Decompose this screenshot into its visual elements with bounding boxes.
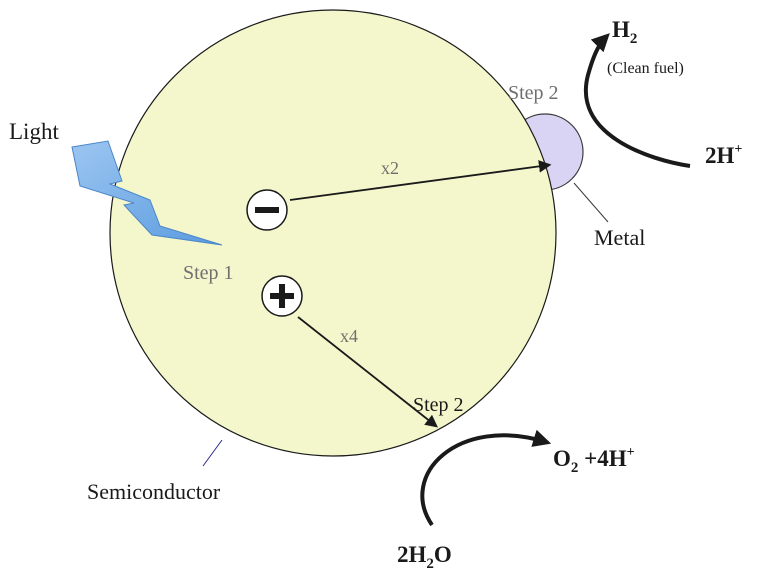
- semiconductor-label: Semiconductor: [87, 479, 221, 504]
- hydrogen-evolution-arrow: [583, 33, 691, 168]
- metal-label: Metal: [594, 225, 645, 250]
- hole-multiplier-label: x4: [340, 326, 358, 346]
- oxygen-product-label: O2 +4H+: [553, 445, 635, 476]
- step2-top-label: Step 2: [508, 82, 559, 104]
- hole-symbol: [261, 275, 303, 317]
- water-reactant-label: 2H2O: [397, 542, 452, 572]
- electron-arrow: [289, 160, 552, 201]
- semiconductor-leader-line: [202, 439, 223, 467]
- metal-leader-line: [573, 182, 609, 223]
- oxygen-evolution-arrow: [420, 429, 552, 527]
- step1-label: Step 1: [183, 262, 234, 284]
- light-label: Light: [9, 119, 59, 144]
- electron-symbol: [246, 189, 288, 231]
- clean-fuel-label: (Clean fuel): [607, 60, 684, 77]
- electron-multiplier-label: x2: [381, 158, 399, 178]
- hole-arrow: [297, 316, 438, 428]
- lightning-bolt-icon: [71, 140, 223, 246]
- semiconductor-particle: [109, 9, 557, 457]
- step2-bottom-label: Step 2: [413, 394, 464, 416]
- protons-reactant-label: 2H+: [705, 142, 742, 168]
- hydrogen-product-label: H2: [612, 17, 637, 47]
